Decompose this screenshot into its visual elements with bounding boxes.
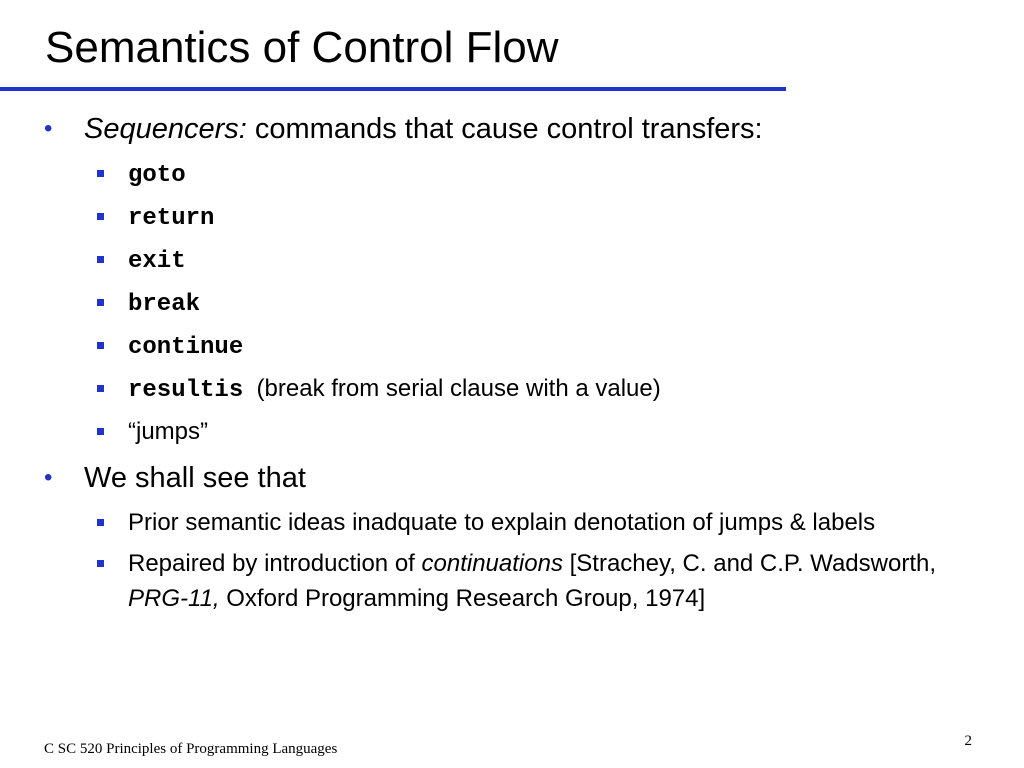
repaired-text-c: Oxford Programming Research Group, 1974] (219, 585, 706, 612)
square-bullet-icon (97, 560, 104, 567)
sequencers-term: Sequencers: (84, 113, 247, 145)
repaired-text-a: Repaired by introduction of (128, 550, 422, 577)
sub-item-repaired: Repaired by introduction of continuation… (0, 546, 1024, 616)
sub-item-return: return (0, 199, 1024, 236)
bullet-dot-icon: • (44, 464, 53, 491)
footer-course: C SC 520 Principles of Programming Langu… (44, 741, 338, 757)
jumps-text: “jumps” (128, 418, 209, 445)
square-bullet-icon (97, 213, 104, 220)
square-bullet-icon (97, 342, 104, 349)
prg-11-term: PRG-11, (128, 585, 220, 612)
bullet-we-shall-see: • We shall see that (0, 457, 1024, 499)
bullet-dot-icon: • (44, 115, 53, 142)
bullet-sequencers: • Sequencers: commands that cause contro… (0, 108, 1024, 150)
code-keyword: resultis (128, 377, 244, 404)
square-bullet-icon (97, 428, 104, 435)
page-number: 2 (964, 733, 973, 749)
code-keyword: return (128, 205, 215, 232)
we-shall-see-text: We shall see that (84, 462, 306, 494)
code-keyword: exit (128, 248, 186, 275)
resultis-note: (break from serial clause with a value) (243, 375, 661, 402)
square-bullet-icon (97, 519, 104, 526)
title-underline (0, 87, 786, 91)
square-bullet-icon (97, 170, 104, 177)
sequencers-desc: commands that cause control transfers: (246, 113, 763, 145)
square-bullet-icon (97, 299, 104, 306)
prior-semantic-text: Prior semantic ideas inadquate to explai… (128, 509, 876, 536)
slide-title: Semantics of Control Flow (45, 23, 559, 72)
sub-item-goto: goto (0, 156, 1024, 193)
repaired-text-b: [Strachey, C. and C.P. Wadsworth, (562, 550, 936, 577)
sub-item-jumps: “jumps” (0, 414, 1024, 449)
sub-item-prior-semantic: Prior semantic ideas inadquate to explai… (0, 505, 1024, 540)
square-bullet-icon (97, 256, 104, 263)
code-keyword: break (128, 291, 201, 318)
sub-item-continue: continue (0, 328, 1024, 365)
code-keyword: goto (128, 162, 186, 189)
sub-item-break: break (0, 285, 1024, 322)
slide-content: • Sequencers: commands that cause contro… (0, 108, 1024, 616)
continuations-term: continuations (421, 550, 563, 577)
code-keyword: continue (128, 334, 244, 361)
sub-item-exit: exit (0, 242, 1024, 279)
square-bullet-icon (97, 385, 104, 392)
sub-item-resultis: resultis (break from serial clause with … (0, 371, 1024, 408)
